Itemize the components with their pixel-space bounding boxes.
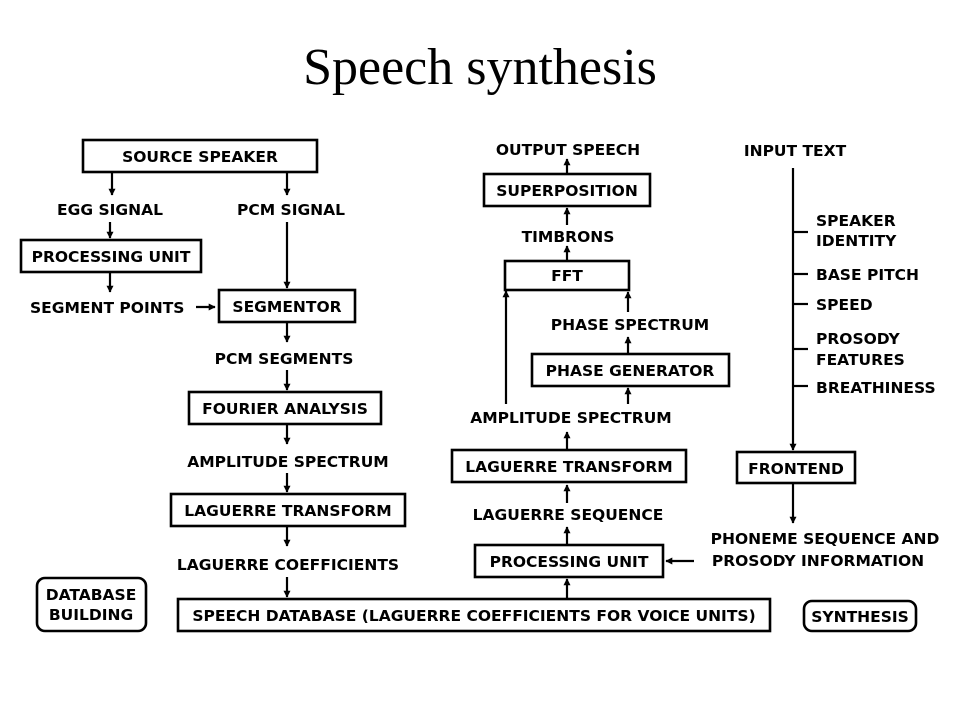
fft-box (503, 259, 631, 292)
laguerre-transform-label-right: LAGUERRE TRANSFORM (465, 458, 672, 476)
phoneme-sequence-line1: PHONEME SEQUENCE AND (711, 530, 940, 548)
speech-database-box (176, 597, 772, 633)
prosody-features-line2: FEATURES (816, 351, 905, 369)
amplitude-spectrum-label-left: AMPLITUDE SPECTRUM (187, 453, 388, 471)
pcm-signal-label: PCM SIGNAL (237, 201, 345, 219)
source-speaker-box (81, 138, 319, 174)
laguerre-coefficients-label: LAGUERRE COEFFICIENTS (177, 556, 399, 574)
phase-generator-label: PHASE GENERATOR (546, 362, 715, 380)
breathiness-label: BREATHINESS (816, 379, 936, 397)
laguerre-transform-box-left (169, 492, 407, 528)
synthesis-badge (802, 599, 918, 633)
speaker-identity-line2: IDENTITY (816, 232, 897, 250)
processing-unit-box-right (473, 543, 665, 579)
laguerre-transform-box-right (450, 448, 688, 484)
processing-unit-label-right: PROCESSING UNIT (490, 553, 649, 571)
processing-unit-label-left: PROCESSING UNIT (32, 248, 191, 266)
phoneme-sequence-line2: PROSODY INFORMATION (712, 552, 924, 570)
source-speaker-label: SOURCE SPEAKER (122, 148, 278, 166)
phase-spectrum-label: PHASE SPECTRUM (551, 316, 709, 334)
phase-generator-box (530, 352, 731, 388)
laguerre-sequence-label: LAGUERRE SEQUENCE (473, 506, 664, 524)
speaker-identity-line1: SPEAKER (816, 212, 896, 230)
segment-points-label: SEGMENT POINTS (30, 299, 184, 317)
processing-unit-box-left (19, 238, 203, 274)
egg-signal-label: EGG SIGNAL (57, 201, 163, 219)
superposition-label: SUPERPOSITION (496, 182, 638, 200)
input-text-label: INPUT TEXT (744, 142, 847, 160)
superposition-box (482, 172, 652, 208)
database-building-badge (35, 576, 148, 633)
speech-database-label: SPEECH DATABASE (LAGUERRE COEFFICIENTS F… (192, 607, 755, 625)
speed-label: SPEED (816, 296, 873, 314)
output-speech-label: OUTPUT SPEECH (496, 141, 640, 159)
timbrons-label: TIMBRONS (522, 228, 615, 246)
database-building-line2: BUILDING (49, 606, 133, 624)
pcm-segments-label: PCM SEGMENTS (215, 350, 354, 368)
synthesis-label: SYNTHESIS (811, 608, 909, 626)
prosody-features-line1: PROSODY (816, 330, 901, 348)
page-title: Speech synthesis (303, 39, 657, 96)
frontend-box (735, 450, 857, 485)
database-building-line1: DATABASE (46, 586, 137, 604)
fourier-analysis-box (187, 390, 383, 426)
frontend-label: FRONTEND (748, 460, 844, 478)
fourier-analysis-label: FOURIER ANALYSIS (202, 400, 368, 418)
laguerre-transform-label-left: LAGUERRE TRANSFORM (184, 502, 391, 520)
base-pitch-label: BASE PITCH (816, 266, 919, 284)
amplitude-spectrum-label-right: AMPLITUDE SPECTRUM (470, 409, 671, 427)
fft-label: FFT (551, 267, 583, 285)
segmentor-label: SEGMENTOR (232, 298, 341, 316)
